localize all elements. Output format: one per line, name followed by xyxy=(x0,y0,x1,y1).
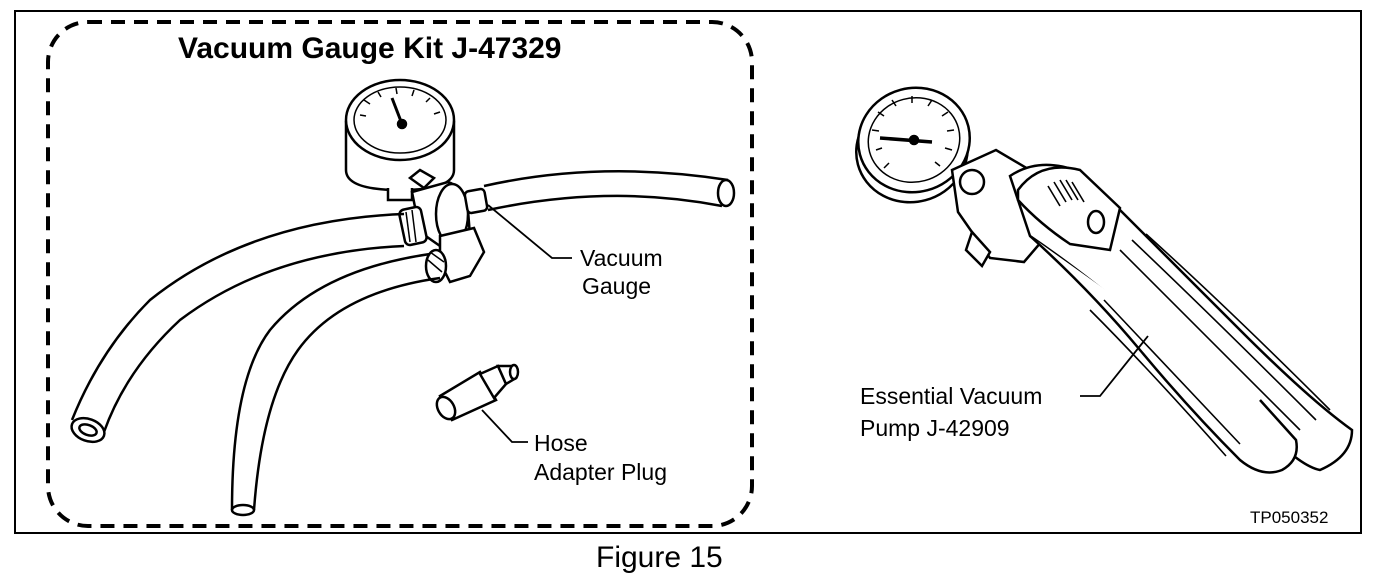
kit-tee-fitting xyxy=(398,180,489,284)
figure-caption: Figure 15 xyxy=(596,541,723,574)
pump-label-line1: Essential Vacuum xyxy=(860,383,1043,409)
kit-left-hose xyxy=(70,212,405,444)
kit-dashed-border xyxy=(46,20,754,528)
figure-code: TP050352 xyxy=(1250,508,1329,527)
hose-adapter-plug-label-line1: Hose xyxy=(534,430,588,456)
kit-right-hose xyxy=(483,170,736,212)
pump-label-line2: Pump J-42909 xyxy=(860,415,1010,441)
kit-leader-lines xyxy=(481,204,572,443)
kit-title: Vacuum Gauge Kit J-47329 xyxy=(178,32,562,65)
kit-lower-hose xyxy=(230,252,441,517)
pump-leader-line xyxy=(1080,335,1149,397)
vacuum-gauge-leader-line xyxy=(487,204,572,259)
illustration-frame xyxy=(14,10,1362,534)
hose-adapter-plug-leader-line xyxy=(481,409,528,443)
pump-body-icon xyxy=(950,148,1354,474)
vacuum-gauge-label-line2: Gauge xyxy=(582,273,652,299)
kit-gauge-icon xyxy=(344,78,456,202)
hose-adapter-plug-icon xyxy=(435,363,520,422)
vacuum-gauge-label-line1: Vacuum xyxy=(580,245,663,271)
hose-adapter-plug-label-line2: Adapter Plug xyxy=(534,459,667,485)
pump-gauge-icon xyxy=(855,86,971,204)
